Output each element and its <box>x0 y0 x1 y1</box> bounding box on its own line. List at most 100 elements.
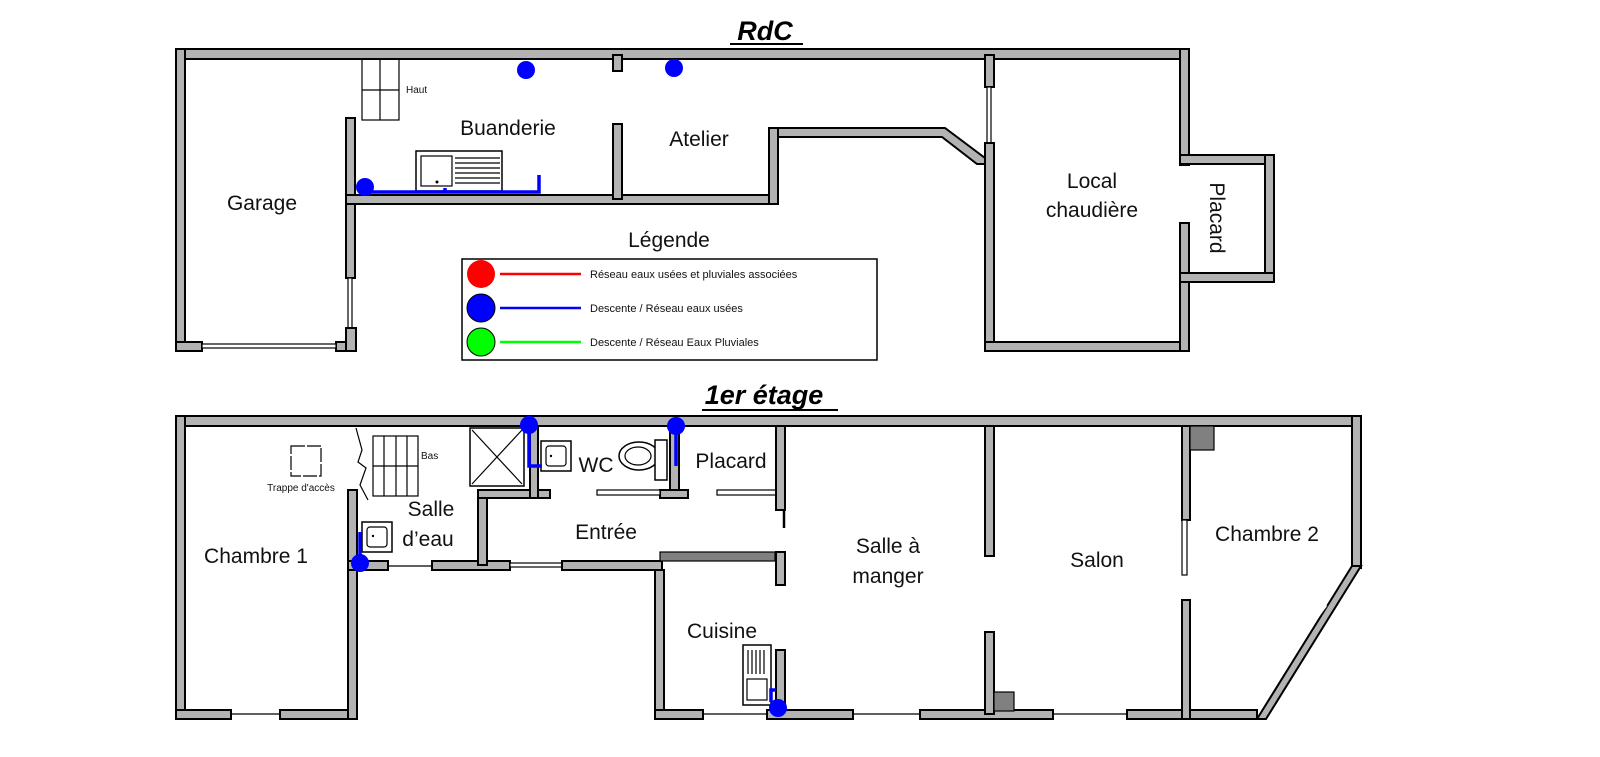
wall-atelier-diagonal <box>769 127 986 165</box>
downpipe-atelier-top <box>665 59 683 77</box>
wc-door <box>596 489 661 496</box>
legend-item-combined: Réseau eaux usées et pluviales associées <box>467 260 798 288</box>
legend-label-0: Réseau eaux usées et pluviales associées <box>590 269 798 281</box>
room-atelier: Atelier <box>669 128 729 151</box>
access-hatch-label: Trappe d'accès <box>267 483 335 494</box>
room-salon: Salon <box>1070 549 1124 572</box>
access-hatch-icon <box>290 445 322 477</box>
ground-floor-title: RdC <box>737 16 793 46</box>
room-placard-first: Placard <box>695 450 766 473</box>
window-diagonal <box>1298 604 1328 641</box>
room-sde-line1: Salle <box>408 498 455 521</box>
room-buanderie: Buanderie <box>460 117 556 140</box>
wall-right-1 <box>1351 415 1362 569</box>
wall-buanderie-bottom <box>345 194 778 205</box>
flue-bottom <box>993 691 1015 712</box>
room-cuisine: Cuisine <box>687 620 757 643</box>
pipe-shower <box>527 428 542 468</box>
legend-item-wastewater: Descente / Réseau eaux usées <box>466 293 743 323</box>
wall-local-right-bottom <box>1179 222 1190 352</box>
flue-top <box>1189 425 1215 451</box>
downpipe-buanderie-top <box>517 61 535 79</box>
legend-item-rainwater: Descente / Réseau Eaux Pluviales <box>466 327 759 357</box>
access-hatch: Trappe d'accès <box>267 445 335 494</box>
garage-door <box>201 343 337 349</box>
pipe-kitchen <box>769 688 776 702</box>
room-sde-line2: d’eau <box>402 528 453 551</box>
ground-pipes <box>356 59 683 196</box>
legend-blue-circle <box>466 293 496 323</box>
room-local-line1: Local <box>1067 170 1117 193</box>
first-walls <box>175 415 1363 720</box>
wall-shower-wc <box>529 425 539 499</box>
room-wc: WC <box>579 454 614 477</box>
wall-shower-bottom <box>477 489 551 499</box>
wall-cuisine-left <box>654 569 665 720</box>
wall-salon-ch2-bottom <box>1181 599 1191 720</box>
wall-placard-bottom <box>1179 272 1275 283</box>
wall-kitchen-stub <box>775 551 786 586</box>
wall-local-left-top <box>984 54 995 88</box>
room-chambre2: Chambre 2 <box>1215 523 1319 546</box>
wall-top <box>175 48 1190 60</box>
wall-placard-right <box>1264 154 1275 283</box>
wall-buanderie-atelier <box>612 123 623 200</box>
room-local-line2: chaudière <box>1046 199 1138 222</box>
laundry-sink <box>415 150 503 192</box>
entree-door <box>509 562 563 568</box>
wall-ch1-right <box>347 489 358 720</box>
wall-atelier-right <box>768 127 779 205</box>
ground-floor: RdC <box>175 16 1275 361</box>
stairs-up: Haut <box>361 58 427 121</box>
wall-local-left <box>984 142 995 352</box>
pipe-buanderie <box>365 175 541 194</box>
wall-diagonal <box>1255 565 1363 720</box>
downpipe-wc <box>667 417 685 435</box>
ch2-door <box>1181 519 1188 576</box>
kitchen-sink <box>742 644 772 706</box>
toilet <box>618 439 668 481</box>
stairs-up-label: Haut <box>406 85 427 96</box>
legend-red-circle <box>467 260 495 288</box>
wall-ch1-bottom-right <box>279 709 358 720</box>
legend: Légende Réseau eaux usées et pluviales a… <box>461 229 878 361</box>
wall-garage-bottom-left <box>175 341 203 352</box>
wall-sam-salon-bottom <box>984 631 995 715</box>
room-entree: Entrée <box>575 521 637 544</box>
kitchen-counter <box>659 551 776 562</box>
wall-wc-bottom-stub <box>659 489 689 499</box>
wall-sam-salon-top <box>984 425 995 557</box>
stairs-down: Bas <box>355 427 438 501</box>
room-chambre1: Chambre 1 <box>204 545 308 568</box>
first-floor: 1er étage <box>175 380 1363 720</box>
downpipe-buanderie <box>356 178 374 196</box>
sde-sink <box>361 521 393 553</box>
wall-garage-right-lower <box>345 327 357 352</box>
wall-placard-right-1 <box>775 425 786 511</box>
wall-local-right-top <box>1179 48 1190 166</box>
wall-stub-top <box>612 54 623 72</box>
wall-bottom-a <box>654 709 704 720</box>
downpipe-shower <box>520 416 538 434</box>
legend-green-circle <box>466 327 496 357</box>
downpipe-kitchen <box>769 699 787 717</box>
room-sam-line1: Salle à <box>856 535 921 558</box>
wall-left <box>175 48 186 352</box>
wall-sde-entree <box>477 489 488 566</box>
wc-sink <box>540 440 572 472</box>
wall-top-1 <box>175 415 1362 427</box>
wall-entree-bottom-left <box>431 560 511 571</box>
legend-label-1: Descente / Réseau eaux usées <box>590 303 743 315</box>
downpipe-sde <box>351 554 369 572</box>
room-sam-line2: manger <box>852 565 923 588</box>
wall-bottom-d <box>1126 709 1258 720</box>
wall-entree-bottom-right <box>561 560 663 571</box>
legend-title: Légende <box>628 229 710 252</box>
placard-door <box>716 489 778 496</box>
first-pipes <box>351 416 787 717</box>
local-door <box>986 86 992 144</box>
wall-ch1-bottom-left <box>175 709 232 720</box>
wall-salon-ch2-top <box>1181 425 1191 521</box>
stairs-down-label: Bas <box>421 451 438 462</box>
